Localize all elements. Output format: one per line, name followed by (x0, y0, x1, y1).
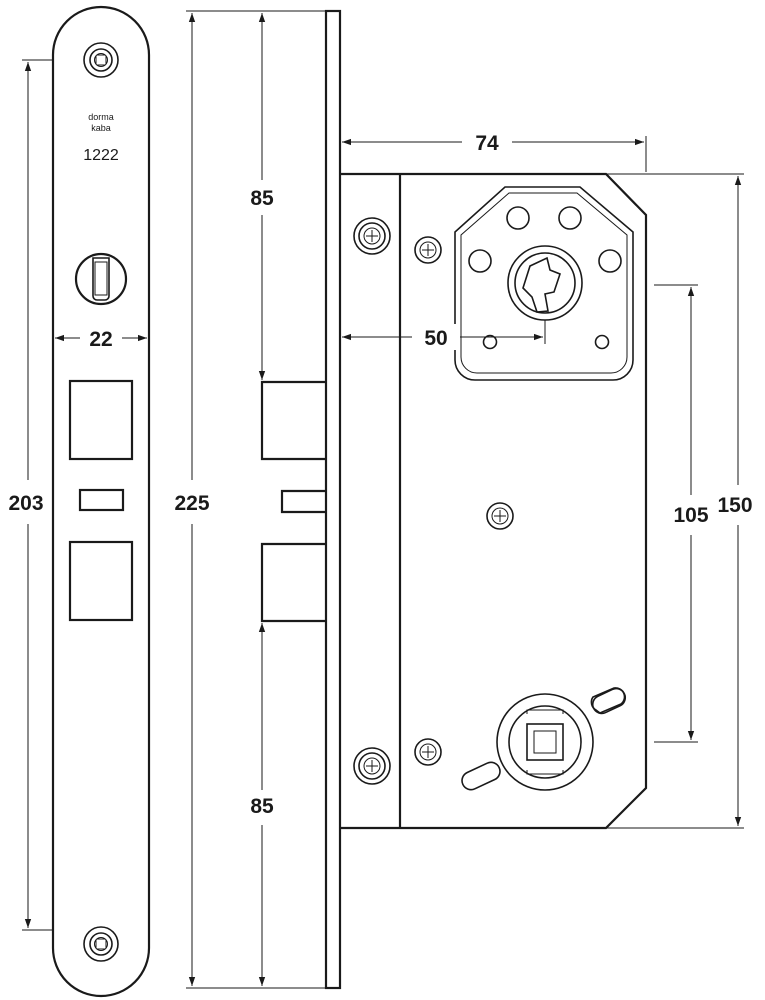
label-105: 105 (673, 504, 708, 527)
brand-line-1: dorma (88, 112, 114, 122)
lock-side-view (260, 9, 648, 990)
label-203: 203 (8, 492, 43, 515)
dimension-overall-length: 225 (174, 10, 326, 989)
lower-bolt-window (68, 540, 134, 622)
case-screw-bottom-right-icon (414, 738, 442, 766)
case-screw-top-right-icon (414, 236, 442, 264)
case-screw-bottom-left-icon (353, 747, 391, 785)
label-85-top: 85 (250, 187, 274, 210)
follower-hub-icon (496, 693, 594, 791)
dimension-case-height: 150 (606, 173, 753, 829)
bottom-screw-icon (83, 926, 119, 962)
dimension-backset: 50 (342, 324, 543, 350)
slot-lower-left (461, 761, 501, 791)
slot-upper-right (590, 687, 627, 715)
dimension-case-depth: 74 (342, 132, 647, 172)
latch-slot (78, 488, 125, 512)
dimension-faceplate-width: 22 (55, 328, 147, 351)
top-screw-icon (83, 42, 119, 78)
lower-bolt (260, 542, 326, 623)
dimension-faceplate-length: 203 (8, 59, 53, 931)
latch-bolt (280, 489, 326, 514)
upper-bolt (260, 380, 326, 461)
label-50: 50 (424, 327, 447, 350)
faceplate-front-view: dorma kaba 1222 (51, 5, 151, 998)
dimension-bottom-to-latch: 85 (250, 623, 274, 986)
dimension-center-distance: 105 (654, 284, 709, 743)
brand-line-2: kaba (91, 123, 111, 133)
label-85-bottom: 85 (250, 795, 274, 818)
case-screw-center-icon (486, 502, 514, 530)
case-screw-top-left-icon (353, 217, 391, 255)
upper-bolt-window (68, 379, 134, 461)
label-22: 22 (89, 328, 112, 351)
forend-plate (324, 9, 342, 990)
label-225: 225 (174, 492, 209, 515)
model-number: 1222 (83, 147, 119, 164)
dimension-top-to-latch: 85 (250, 13, 274, 380)
thumb-turn-icon (74, 252, 128, 306)
cylinder-plate (454, 186, 634, 381)
cylinder-cam-icon (507, 245, 583, 344)
lock-case (340, 172, 648, 830)
label-150: 150 (717, 494, 752, 517)
label-74: 74 (475, 132, 499, 155)
